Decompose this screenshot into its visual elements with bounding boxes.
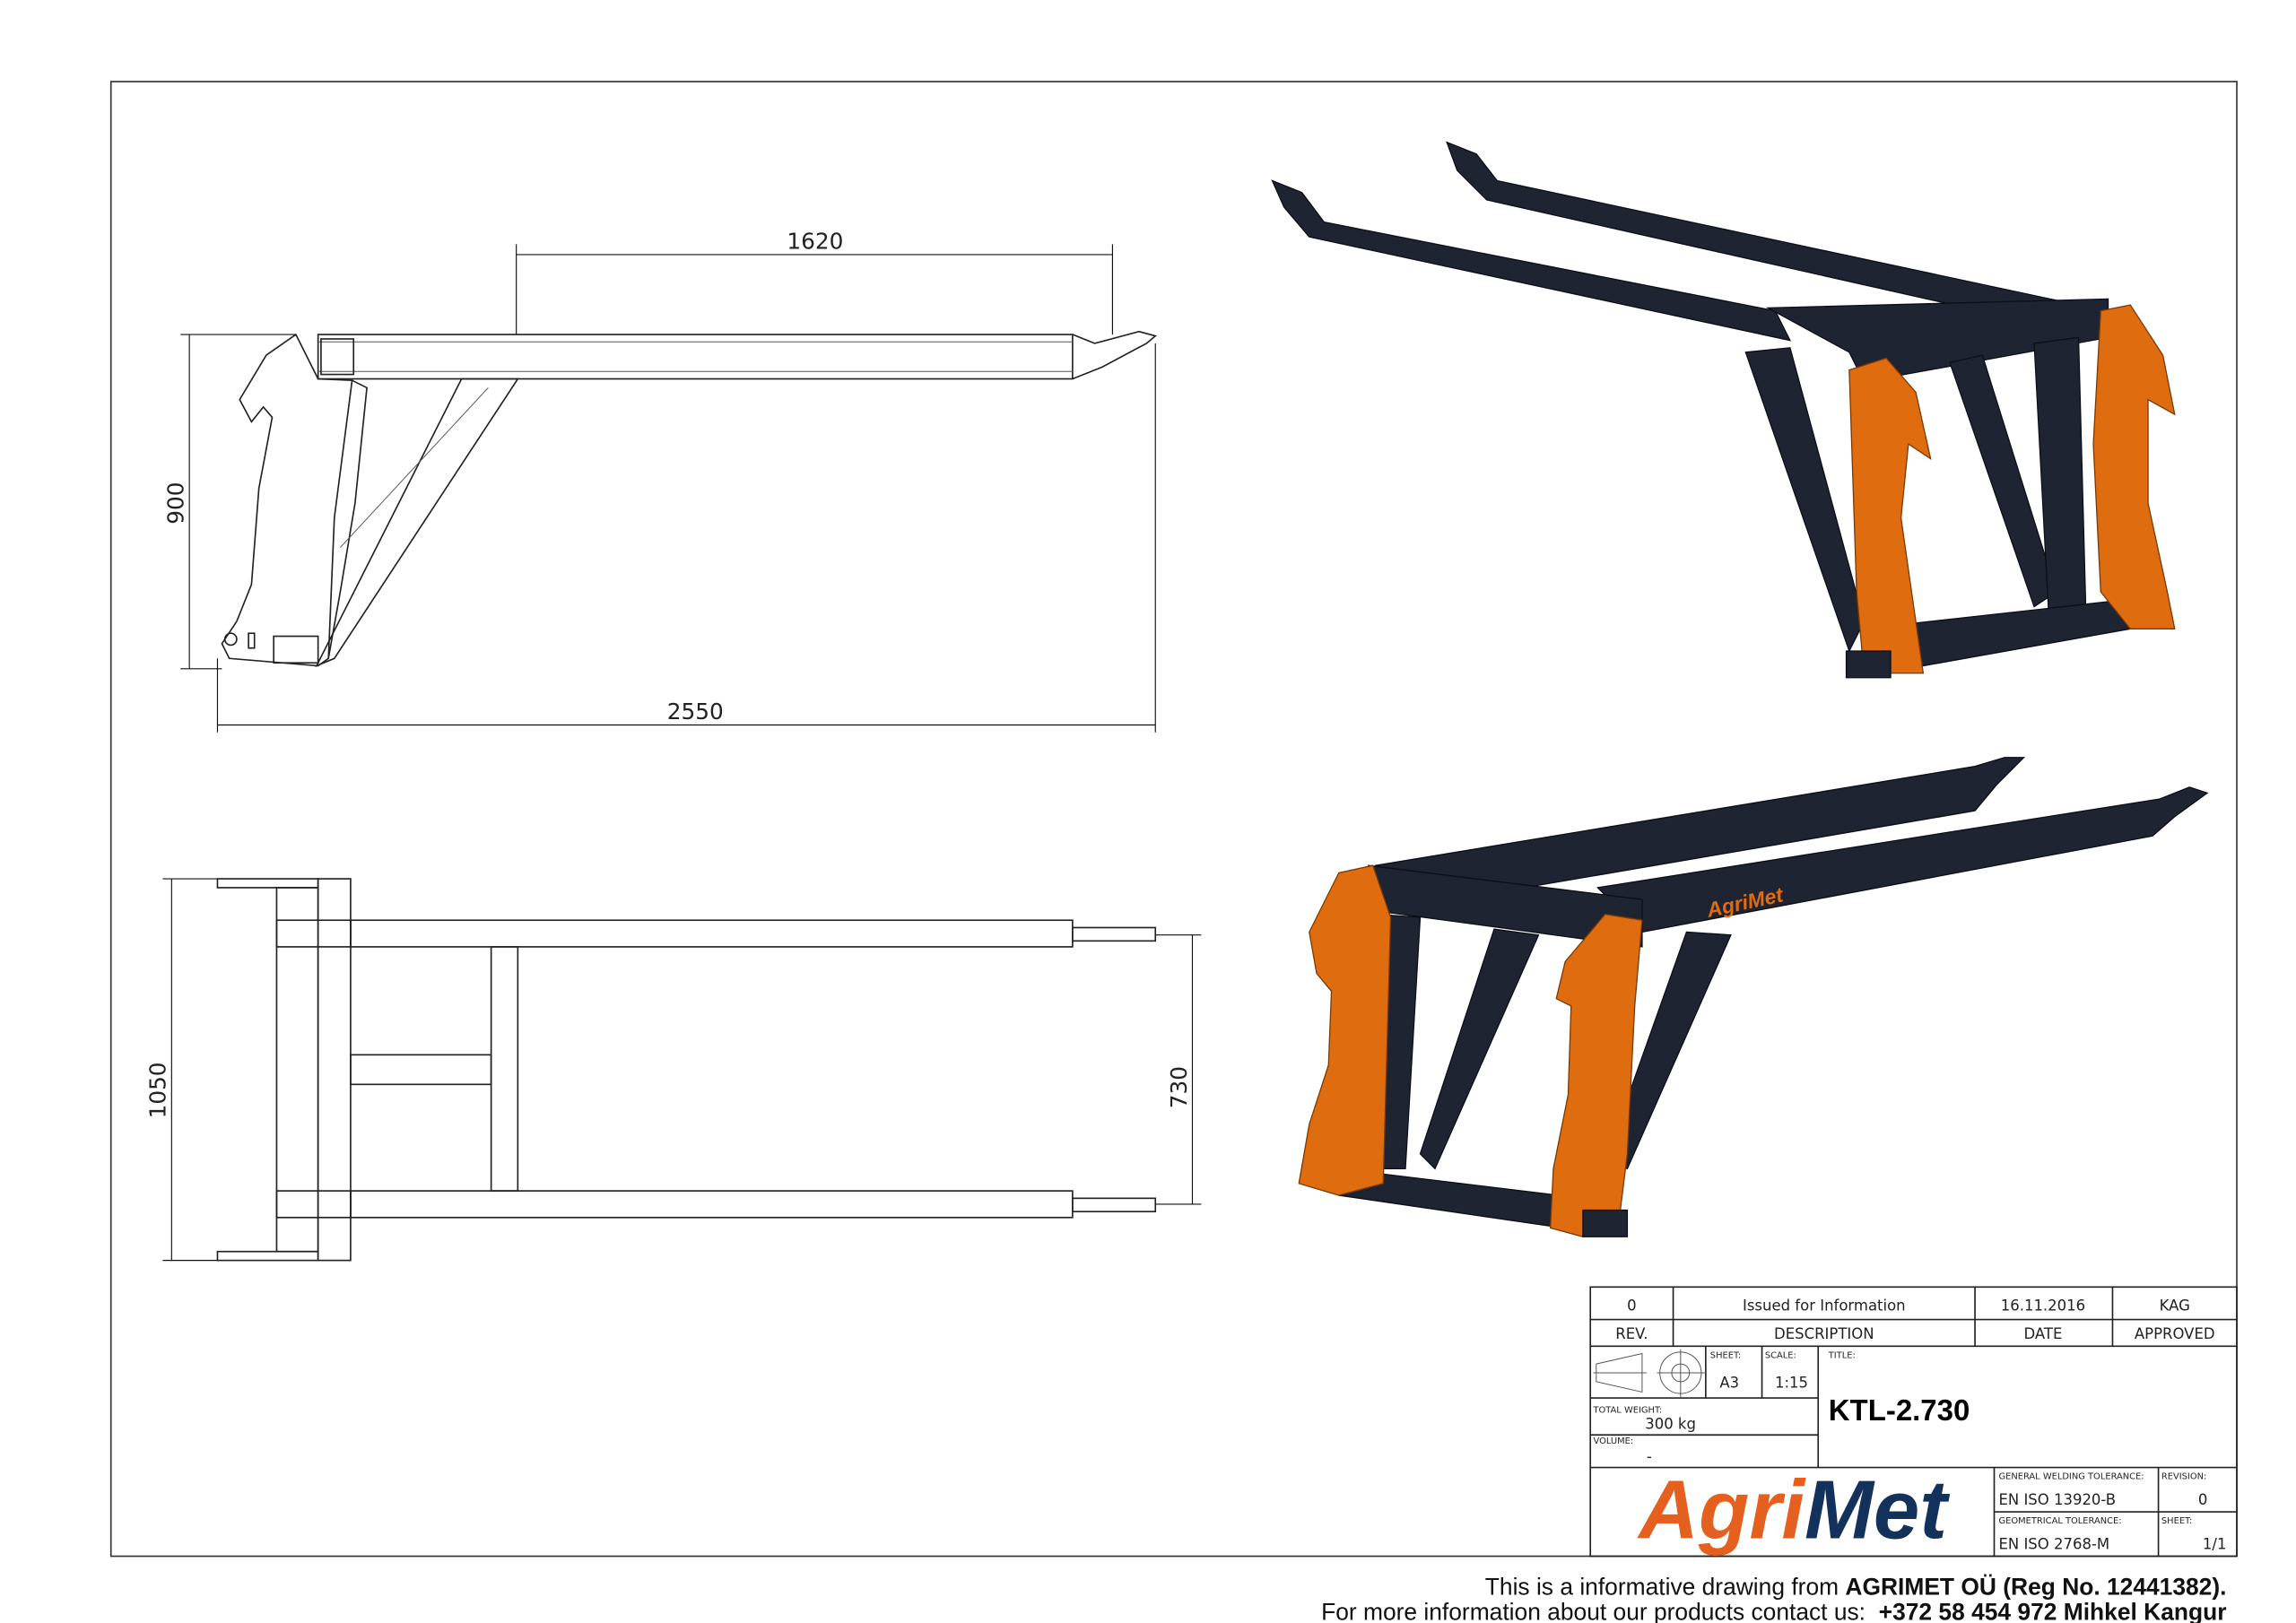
footer-line-2-text: For more information about our products … [1321, 1598, 1879, 1623]
revision-value: 0 [2198, 1491, 2208, 1508]
weight-label: TOTAL WEIGHT: [1592, 1406, 1662, 1416]
top-view: 1050 730 [145, 878, 1202, 1262]
welding-value: EN ISO 13920-B [1998, 1491, 2116, 1508]
weight-value: 300 kg [1645, 1416, 1696, 1433]
sheet-count-label: SHEET: [2161, 1516, 2192, 1526]
approved-value: KAG [2160, 1298, 2190, 1315]
rev-header: REV. [1615, 1325, 1648, 1342]
company-logo: AgriMet [1637, 1463, 1950, 1557]
rev-value: 0 [1627, 1298, 1637, 1315]
geometrical-label: GEOMETRICAL TOLERANCE: [1998, 1516, 2121, 1526]
description-header: DESCRIPTION [1774, 1325, 1874, 1342]
dim-1050: 1050 [145, 1062, 171, 1118]
scale-label: SCALE: [1765, 1350, 1796, 1360]
geometrical-value: EN ISO 2768-M [1998, 1535, 2109, 1552]
footer-contact: +372 58 454 972 Mihkel Kangur [1879, 1598, 2227, 1623]
volume-value: - [1647, 1448, 1652, 1465]
side-view: 1620 900 2550 [163, 228, 1157, 733]
dim-2550: 2550 [667, 699, 724, 725]
render-front-view: AgriMet [1298, 757, 2209, 1237]
volume-label: VOLUME: [1593, 1436, 1633, 1446]
revision-label: REVISION: [2161, 1472, 2206, 1482]
title-block: 0 Issued for Information 16.11.2016 KAG … [1589, 1286, 2238, 1558]
footer-line-2: For more information about our products … [1321, 1598, 2226, 1623]
sheet-count-value: 1/1 [2203, 1535, 2227, 1552]
logo-met: Met [1805, 1463, 1950, 1557]
title-label: TITLE: [1828, 1350, 1856, 1360]
footer-company: AGRIMET OÜ (Reg No. 12441382). [1845, 1573, 2226, 1600]
logo-agri: Agri [1637, 1463, 1806, 1557]
sheet-label: SHEET: [1710, 1350, 1741, 1360]
date-header: DATE [2023, 1325, 2062, 1342]
welding-label: GENERAL WELDING TOLERANCE: [1998, 1472, 2144, 1482]
footer-line-1: This is a informative drawing from AGRIM… [1485, 1573, 2227, 1600]
title-value: KTL-2.730 [1829, 1393, 1970, 1427]
dim-1620: 1620 [787, 228, 843, 254]
dim-730: 730 [1166, 1066, 1192, 1108]
render-rear-view [1271, 141, 2176, 679]
footer-line-1-text: This is a informative drawing from [1485, 1573, 1846, 1600]
scale-value: 1:15 [1775, 1374, 1808, 1391]
description-value: Issued for Information [1743, 1298, 1906, 1315]
sheet-value: A3 [1719, 1374, 1739, 1391]
approved-header: APPROVED [2135, 1325, 2215, 1342]
projection-symbol-icon [1593, 1349, 1706, 1399]
date-value: 16.11.2016 [2001, 1298, 2085, 1315]
drawing-frame [109, 81, 2238, 1558]
dim-900: 900 [163, 482, 189, 524]
